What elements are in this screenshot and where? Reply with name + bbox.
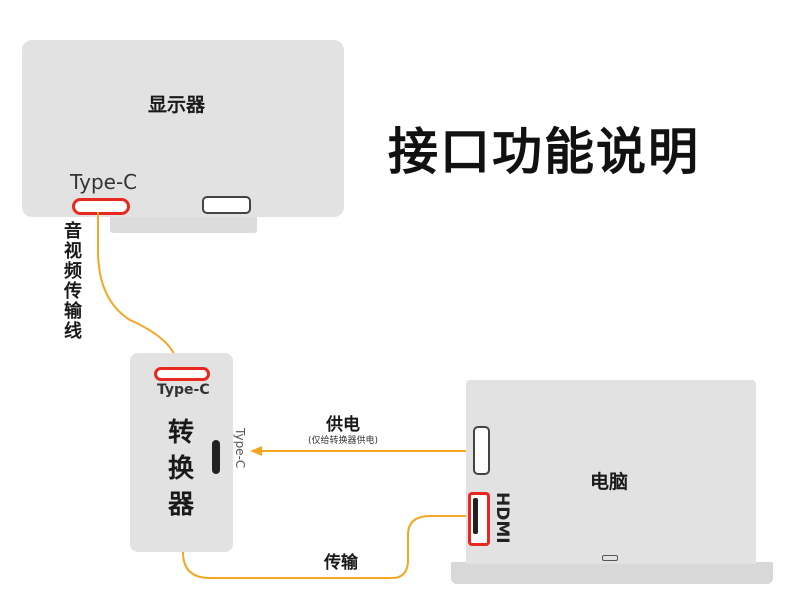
converter-label: 转换器 bbox=[167, 418, 194, 520]
monitor bbox=[22, 40, 344, 217]
power-label: 供电 bbox=[326, 415, 360, 435]
av-cable bbox=[97, 212, 179, 367]
transfer-cable bbox=[182, 515, 468, 579]
monitor-typec-label: Type-C bbox=[70, 170, 138, 194]
laptop-base bbox=[451, 562, 773, 584]
power-arrow-icon bbox=[250, 446, 262, 456]
transfer-label: 传输 bbox=[324, 553, 358, 573]
laptop-indicator bbox=[602, 555, 618, 561]
converter-typec-side-port bbox=[212, 440, 220, 474]
monitor-stand bbox=[110, 216, 257, 233]
page-title: 接口功能说明 bbox=[388, 123, 700, 181]
laptop-hdmi-slot bbox=[473, 498, 478, 534]
converter-typec-top-port bbox=[154, 367, 210, 381]
converter-typec-side-label: Type-C bbox=[233, 428, 247, 469]
laptop bbox=[466, 380, 756, 564]
converter-typec-top-label: Type-C bbox=[157, 382, 210, 398]
power-note: (仅给转换器供电) bbox=[308, 436, 379, 446]
cable-label: 音视频传输线 bbox=[64, 221, 82, 342]
laptop-hdmi-label: HDMI bbox=[492, 492, 512, 544]
monitor-label: 显示器 bbox=[148, 94, 206, 116]
laptop-hdmi-port bbox=[468, 492, 490, 546]
laptop-usb-port bbox=[473, 426, 490, 475]
monitor-typec-port bbox=[72, 198, 130, 215]
laptop-label: 电脑 bbox=[590, 471, 629, 493]
monitor-usb-port bbox=[202, 196, 251, 214]
